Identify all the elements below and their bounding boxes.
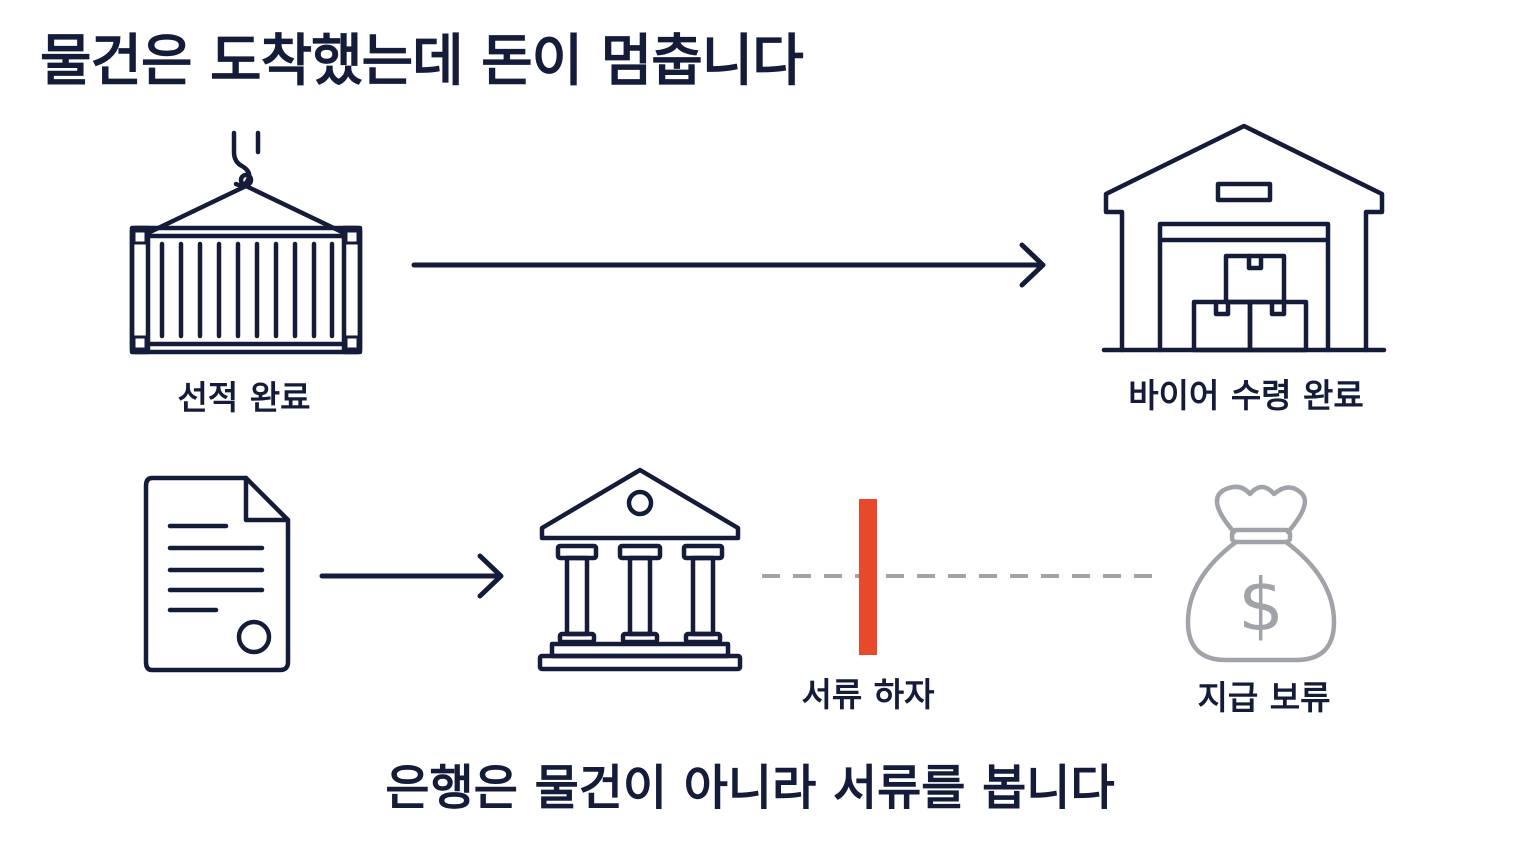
- label-document-discrepancy: 서류 하자: [801, 675, 935, 714]
- money-bag-icon: [1185, 484, 1337, 663]
- label-shipment-complete: 선적 완료: [177, 378, 311, 417]
- bank-icon: [537, 467, 743, 672]
- arrow-document-to-bank: [319, 553, 504, 599]
- document-icon: [143, 475, 291, 673]
- shipping-container-icon: [129, 130, 363, 355]
- document-discrepancy-blocker: [859, 499, 877, 655]
- dollar-sign-icon: $: [1238, 563, 1284, 647]
- page-title: 물건은 도착했는데 돈이 멈춥니다: [40, 29, 804, 94]
- label-buyer-receipt-complete: 바이어 수령 완료: [1128, 376, 1364, 415]
- label-payment-hold: 지급 보류: [1197, 678, 1331, 717]
- warehouse-icon: [1101, 123, 1387, 353]
- diagram-caption: 은행은 물건이 아니라 서류를 봅니다: [385, 760, 1115, 816]
- arrow-shipment-to-buyer: [411, 242, 1046, 288]
